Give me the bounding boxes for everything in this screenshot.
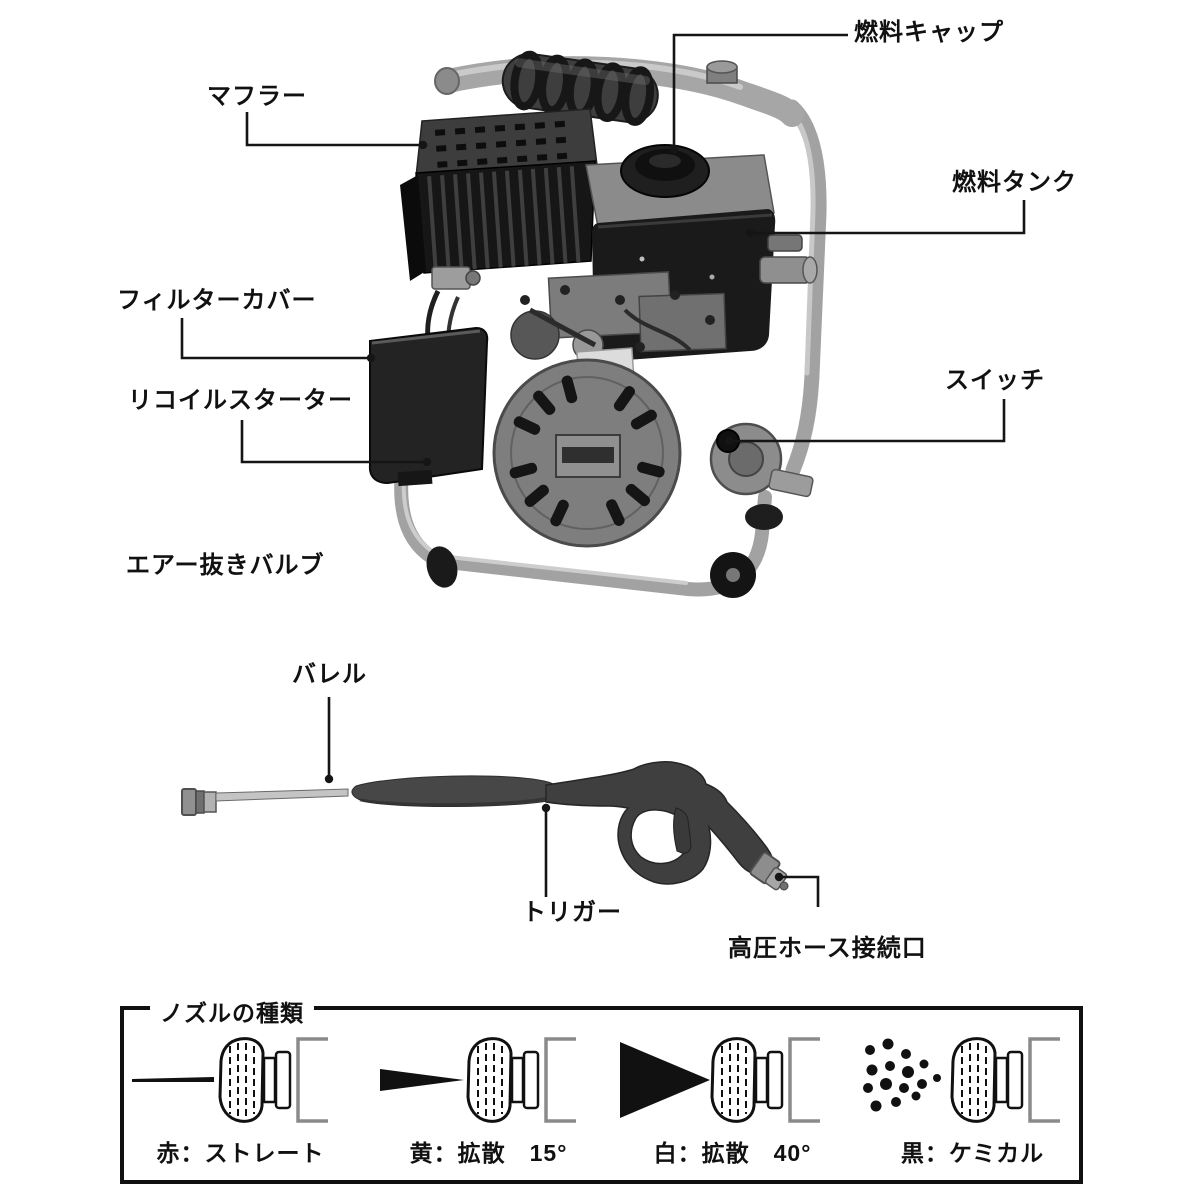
left-foot <box>426 546 458 588</box>
nozzle-box-title: ノズルの種類 <box>150 994 314 1028</box>
right-wheel <box>710 552 756 598</box>
spray-pattern-chemical <box>863 1038 941 1112</box>
barrel-wand <box>215 788 349 802</box>
label-hose-port: 高圧ホース接続口 <box>728 935 927 962</box>
nozzle-unit-spray40: 白：拡散 40° <box>620 1030 845 1176</box>
label-fuel-tank: 燃料タンク <box>952 169 1077 196</box>
leader-recoil-starter <box>240 420 425 464</box>
label-fuel-cap: 燃料キャップ <box>854 19 1004 46</box>
trigger-graphic <box>673 807 692 854</box>
filter-cover-graphic <box>368 326 489 487</box>
spray-pattern-straight <box>132 1077 214 1082</box>
label-barrel: バレル <box>292 661 367 688</box>
nozzle-unit-spray15: 黄：拡散 15° <box>376 1030 601 1176</box>
nozzle-tip-icon <box>710 1037 820 1123</box>
handle-fitting <box>706 60 738 84</box>
nozzle-unit-straight: 赤：ストレート <box>128 1030 353 1176</box>
lance-shade <box>359 796 551 807</box>
nozzle-graphic-straight <box>132 1037 328 1123</box>
label-recoil-starter: リコイルスターター <box>128 387 353 414</box>
nozzle-label-chemical: 黒：ケミカル <box>900 1140 1045 1166</box>
spray-pattern-40deg <box>620 1042 710 1118</box>
leader-fuel-cap <box>672 33 848 148</box>
nozzle-tip-icon <box>218 1037 328 1123</box>
spray-pattern-15deg <box>380 1069 464 1091</box>
nozzle-label-spray40: 白：拡散 40° <box>653 1140 812 1166</box>
label-switch: スイッチ <box>945 367 1045 394</box>
barrel-coupler <box>181 788 217 816</box>
nozzle-tip-icon <box>950 1037 1060 1123</box>
nozzle-unit-chemical: 黒：ケミカル <box>860 1030 1085 1176</box>
leader-hose-port <box>782 875 820 907</box>
handle-grip <box>501 50 659 126</box>
gun-body <box>545 761 774 885</box>
label-muffler: マフラー <box>207 83 307 110</box>
nozzle-label-straight: 赤：ストレート <box>156 1140 325 1166</box>
nozzle-graphic-spray15 <box>380 1037 576 1123</box>
nozzle-graphic-chemical <box>863 1037 1060 1123</box>
muffler-graphic <box>400 108 598 281</box>
label-trigger: トリガー <box>522 899 622 926</box>
recoil-starter-graphic <box>492 358 682 548</box>
nozzle-label-spray15: 黄：拡散 15° <box>409 1140 568 1166</box>
nozzle-tip-icon <box>466 1037 576 1123</box>
label-filter-cover: フィルターカバー <box>117 287 317 314</box>
nozzle-graphic-spray40 <box>620 1037 820 1123</box>
label-air-bleed-valve: エアー抜きバルブ <box>126 552 325 579</box>
leader-fuel-tank <box>752 200 1026 235</box>
leader-switch <box>731 399 1006 443</box>
leader-muffler <box>245 112 421 147</box>
fuel-cap-graphic <box>620 144 710 198</box>
leader-filter-cover <box>180 318 369 360</box>
